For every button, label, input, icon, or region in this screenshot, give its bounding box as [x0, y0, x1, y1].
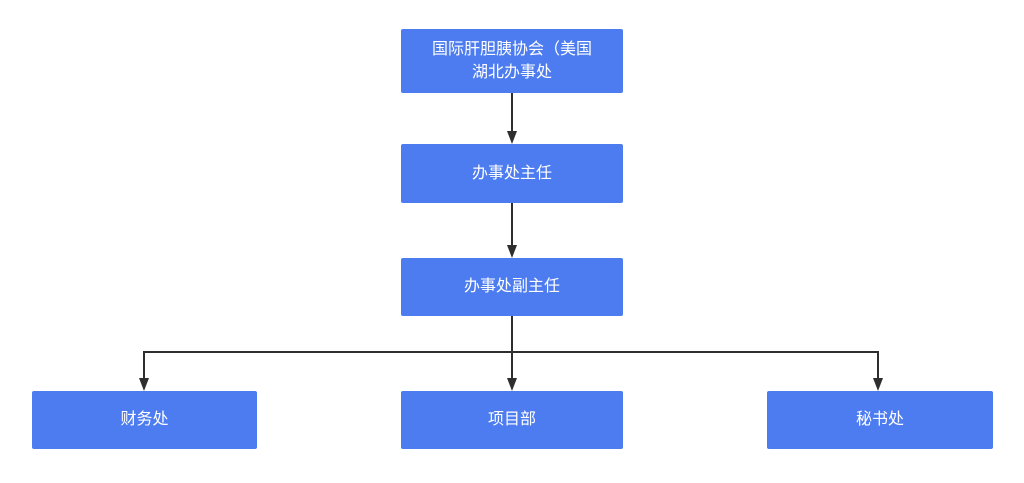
edge-deputy-to-finance	[139, 351, 149, 391]
arrowhead-icon	[507, 245, 517, 258]
org-node-secretariat: 秘书处	[767, 391, 993, 449]
arrowhead-icon	[873, 378, 883, 391]
edge-deputy-to-project	[507, 316, 517, 391]
edge-root-to-director	[507, 93, 517, 144]
edge-director-to-deputy	[507, 203, 517, 258]
arrowhead-icon	[507, 131, 517, 144]
arrowhead-icon	[139, 378, 149, 391]
org-node-director: 办事处主任	[401, 144, 623, 203]
org-node-project: 项目部	[401, 391, 623, 449]
org-node-deputy-director: 办事处副主任	[401, 258, 623, 316]
org-node-root: 国际肝胆胰协会（美国 湖北办事处	[401, 29, 623, 93]
org-node-finance: 财务处	[32, 391, 257, 449]
arrowhead-icon	[507, 378, 517, 391]
edge-deputy-to-secretariat	[873, 351, 883, 391]
